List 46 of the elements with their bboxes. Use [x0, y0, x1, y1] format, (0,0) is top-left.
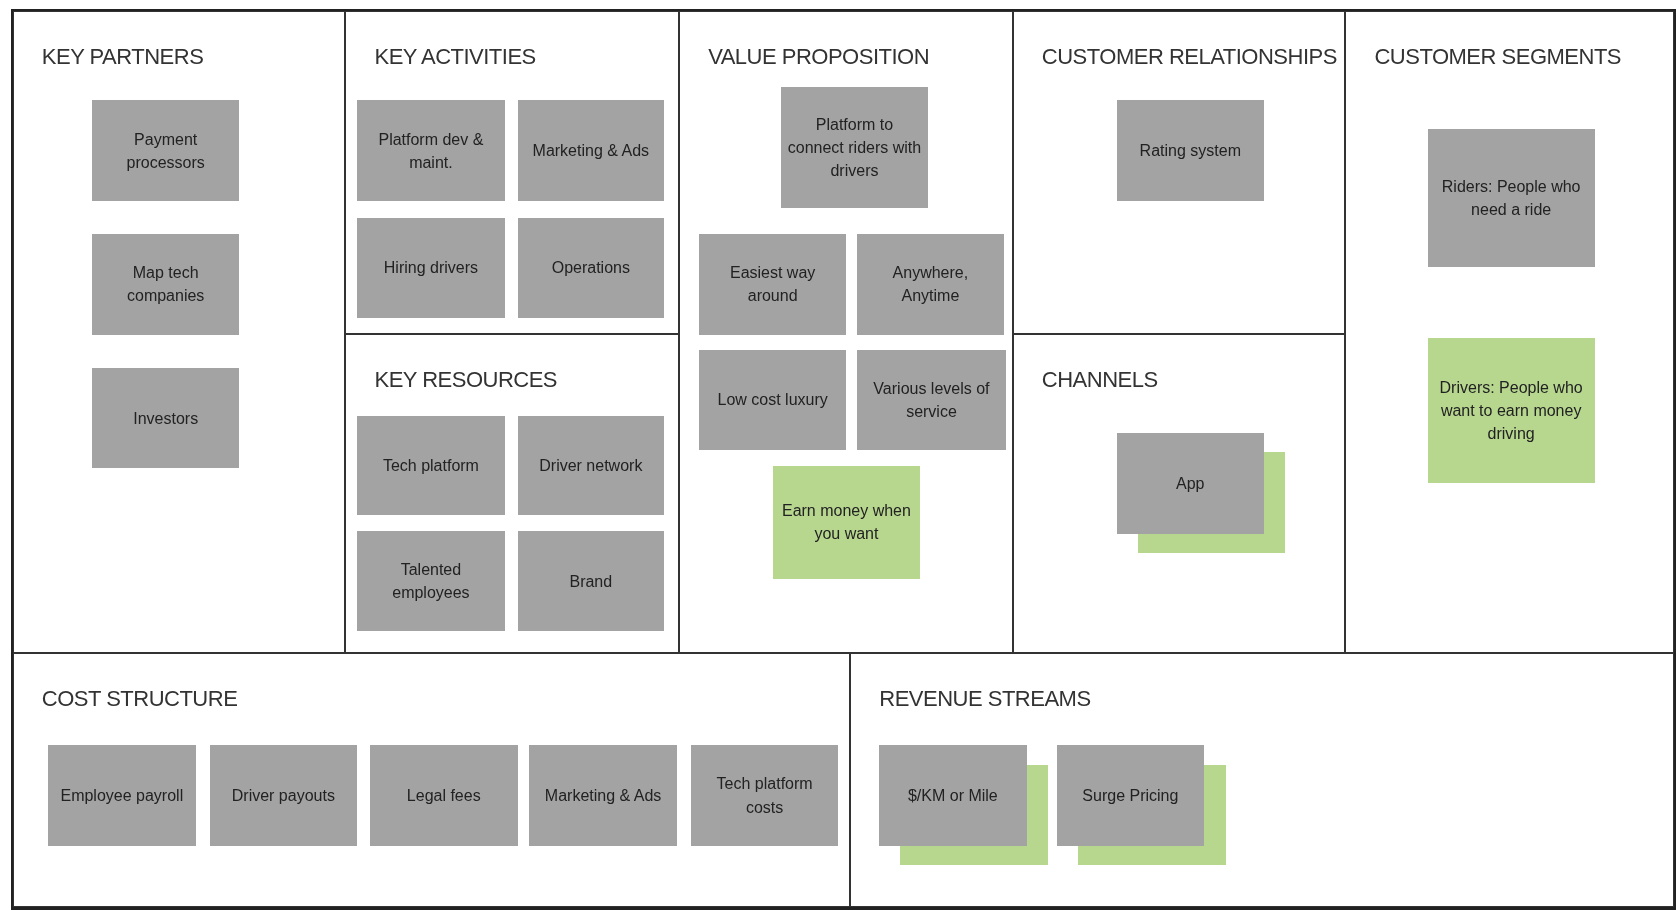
sticky-note: Driver payouts [209, 745, 358, 846]
canvas-section [850, 653, 1674, 907]
sticky-note: Marketing & Ads [529, 745, 677, 846]
sticky-note: Various levels of service [856, 349, 1007, 451]
sticky-note: Tech platform [357, 415, 505, 516]
sticky-note: Employee payroll [48, 745, 196, 846]
sticky-note: Hiring drivers [357, 218, 505, 318]
section-heading: COST STRUCTURE [41, 686, 238, 713]
sticky-note: Platform dev & maint. [357, 100, 505, 201]
sticky-note: Easiest way around [699, 234, 846, 335]
sticky-note: Anywhere, Anytime [856, 234, 1005, 335]
sticky-note: Drivers: People who want to earn money driving [1427, 337, 1595, 484]
section-heading: CUSTOMER SEGMENTS [1374, 43, 1621, 70]
canvas-section [12, 653, 851, 907]
canvas-section [345, 10, 680, 334]
sticky-note: Rating system [1116, 100, 1265, 201]
section-heading: CHANNELS [1041, 366, 1158, 393]
section-heading: KEY RESOURCES [374, 366, 558, 393]
sticky-note: App [1116, 433, 1265, 534]
sticky-note: Driver network [517, 415, 665, 516]
sticky-note: Marketing & Ads [517, 100, 665, 201]
sticky-note: Investors [91, 367, 240, 469]
sticky-note: Earn money when you want [773, 466, 920, 579]
sticky-note: Map tech companies [91, 234, 240, 335]
sticky-note: Payment processors [91, 100, 240, 201]
sticky-note: Operations [517, 218, 665, 318]
sticky-note: Talented employees [357, 531, 505, 631]
sticky-note: Brand [517, 531, 665, 631]
canvas-section [1012, 333, 1346, 654]
sticky-note: Riders: People who need a ride [1427, 129, 1595, 268]
sticky-note: $/KM or Mile [879, 745, 1027, 846]
section-heading: REVENUE STREAMS [879, 686, 1091, 713]
canvas-section [345, 333, 680, 654]
sticky-note: Tech platform costs [690, 745, 839, 846]
canvas-section [12, 10, 346, 654]
section-heading: KEY PARTNERS [41, 43, 204, 70]
sticky-note: Platform to connect riders with drivers [780, 86, 929, 209]
section-heading: CUSTOMER RELATIONSHIPS [1041, 43, 1337, 70]
section-heading: KEY ACTIVITIES [374, 43, 536, 70]
sticky-note: Low cost luxury [699, 349, 846, 451]
sticky-note: Surge Pricing [1056, 745, 1205, 846]
canvas-section [1012, 10, 1346, 334]
section-heading: VALUE PROPOSITION [708, 43, 930, 70]
canvas-section [679, 10, 1013, 654]
canvas-section [1345, 10, 1674, 654]
sticky-note: Legal fees [369, 745, 518, 846]
